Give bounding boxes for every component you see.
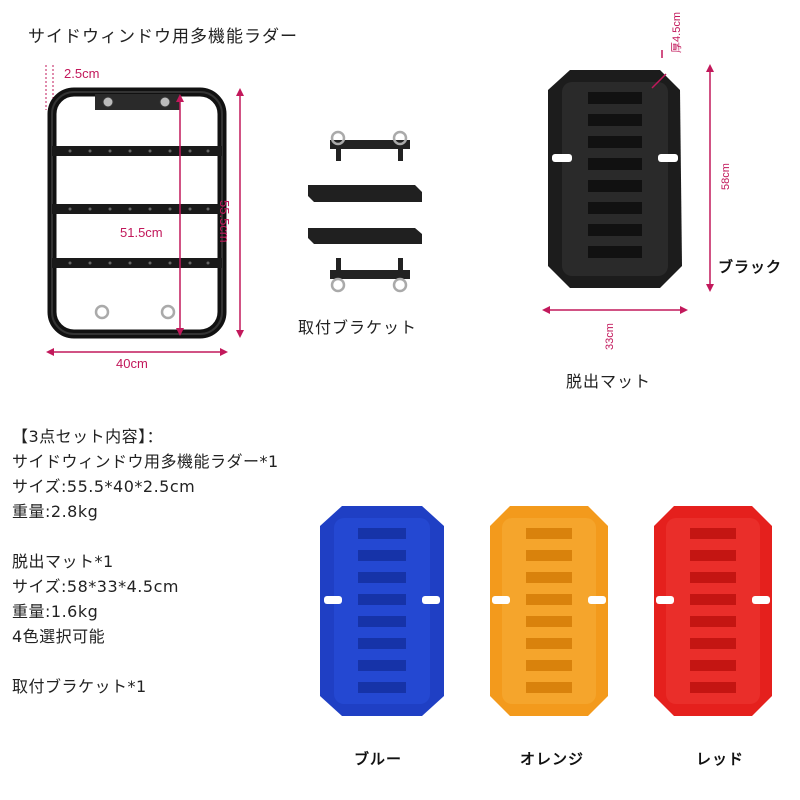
ladder-height-label: 55.5cm [217,200,232,243]
specs-line: 重量:2.8kg [12,502,99,521]
variant-orange-label: オレンジ [520,750,585,768]
mat-thickness-label: 厚4.5cm [671,12,683,53]
brackets-caption: 取付ブラケット [298,318,418,337]
brackets-image [308,130,422,293]
orange-mat-image [490,506,608,716]
black-mat-image [548,70,682,288]
mat-height-label: 58cm [720,163,732,190]
specs-line: 脱出マット*1 [12,552,114,571]
product-title: サイドウィンドウ用多機能ラダー [28,27,298,47]
ladder-thickness-label: 2.5cm [64,66,100,81]
specs-line: 重量:1.6kg [12,602,99,621]
mat-width-label: 33cm [604,323,616,350]
specs-line: 【3点セット内容】： [12,427,164,446]
ladder-inner-height-label: 51.5cm [120,225,163,240]
mat-black-label: ブラック [718,258,783,276]
variant-blue-label: ブルー [354,750,403,768]
blue-mat-image [320,506,444,716]
specs-line: 取付ブラケット*1 [12,677,147,696]
specs-list: 【3点セット内容】： サイドウィンドウ用多機能ラダー*1 サイズ:55.5*40… [12,424,279,699]
specs-line: 4色選択可能 [12,627,106,646]
mat-caption: 脱出マット [566,372,652,391]
ladder-width-label: 40cm [116,356,148,371]
specs-line [12,524,279,549]
specs-line [12,649,279,674]
black-mat-dimension-lines [542,50,714,314]
red-mat-image [654,506,772,716]
specs-line: サイドウィンドウ用多機能ラダー*1 [12,452,279,471]
specs-line: サイズ:55.5*40*2.5cm [12,477,196,496]
specs-line: サイズ:58*33*4.5cm [12,577,179,596]
ladder-image [45,65,244,356]
variant-red-label: レッド [696,750,745,768]
